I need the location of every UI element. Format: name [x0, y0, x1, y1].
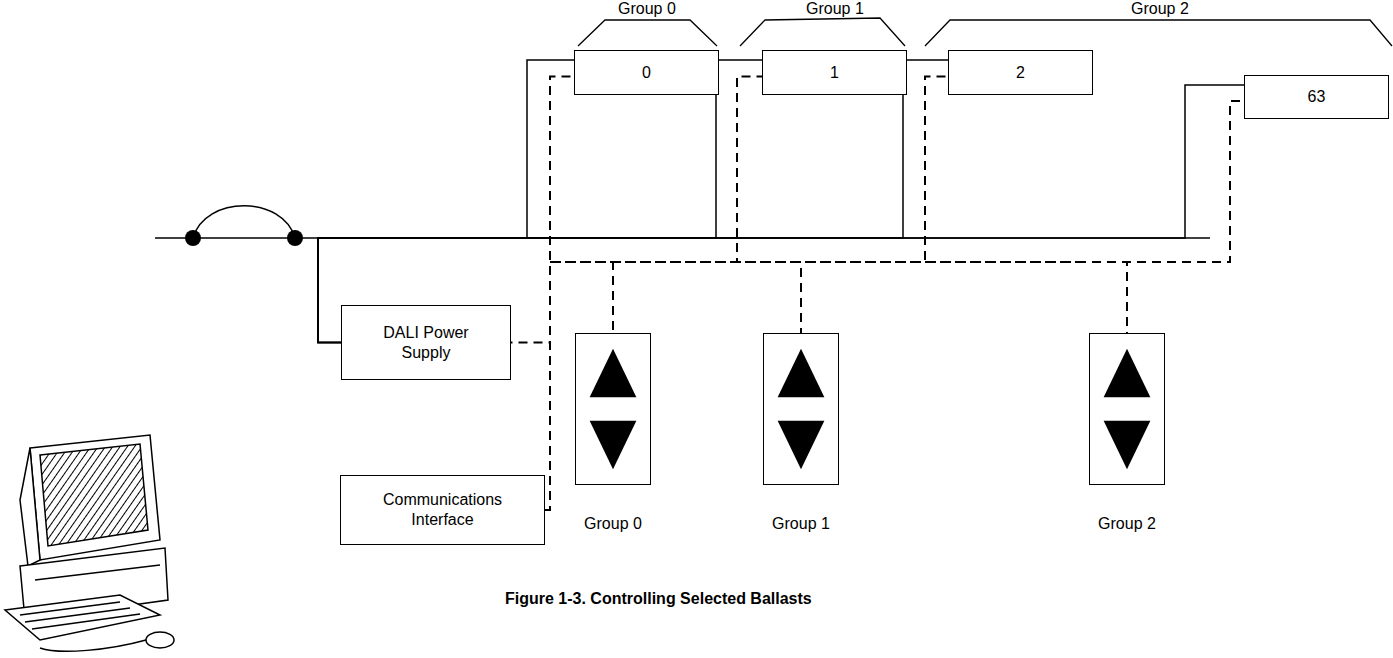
group-control-panel: Group 1 [763, 333, 839, 485]
box-label: Communications Interface [358, 490, 528, 530]
group-bracket [740, 18, 905, 46]
group-label: Group 0 [618, 0, 676, 18]
ballast-box: 2 [948, 50, 1093, 95]
terminal-dot [185, 230, 201, 246]
panel-label: Group 2 [1098, 514, 1156, 534]
ballast-box: 63 [1244, 75, 1389, 119]
bus-wire [318, 60, 948, 343]
bus-wire [318, 60, 574, 343]
panel-label: Group 1 [772, 514, 830, 534]
up-down-arrows [764, 334, 838, 484]
figure-caption: Figure 1-3. Controlling Selected Ballast… [505, 590, 812, 608]
device-box: Communications Interface [340, 475, 545, 545]
bus-wire [318, 60, 762, 343]
group-label: Group 1 [806, 0, 864, 18]
control-wire [545, 262, 1127, 510]
bus-jumper [193, 206, 295, 238]
up-down-arrows [1090, 334, 1164, 484]
control-wire [545, 77, 762, 511]
ballast-address: 63 [1308, 87, 1326, 107]
device-box: DALI Power Supply [341, 305, 511, 380]
up-down-arrows [576, 334, 650, 484]
ballast-address: 1 [830, 63, 839, 83]
terminal-dot [287, 230, 303, 246]
computer-illustration [5, 435, 174, 651]
control-wire [545, 77, 948, 511]
group-bracket [578, 20, 717, 46]
group-label: Group 2 [1131, 0, 1189, 18]
ballast-address: 0 [642, 63, 651, 83]
bus-wire [318, 85, 1244, 343]
box-label: DALI Power Supply [371, 323, 481, 363]
group-bracket [925, 20, 1392, 46]
ballast-box: 0 [574, 50, 719, 95]
panel-label: Group 0 [584, 514, 642, 534]
ballast-address: 2 [1016, 63, 1025, 83]
control-wire [545, 101, 1244, 510]
control-wire [545, 77, 574, 511]
group-control-panel: Group 2 [1089, 333, 1165, 485]
ballast-box: 1 [762, 50, 907, 95]
group-control-panel: Group 0 [575, 333, 651, 485]
